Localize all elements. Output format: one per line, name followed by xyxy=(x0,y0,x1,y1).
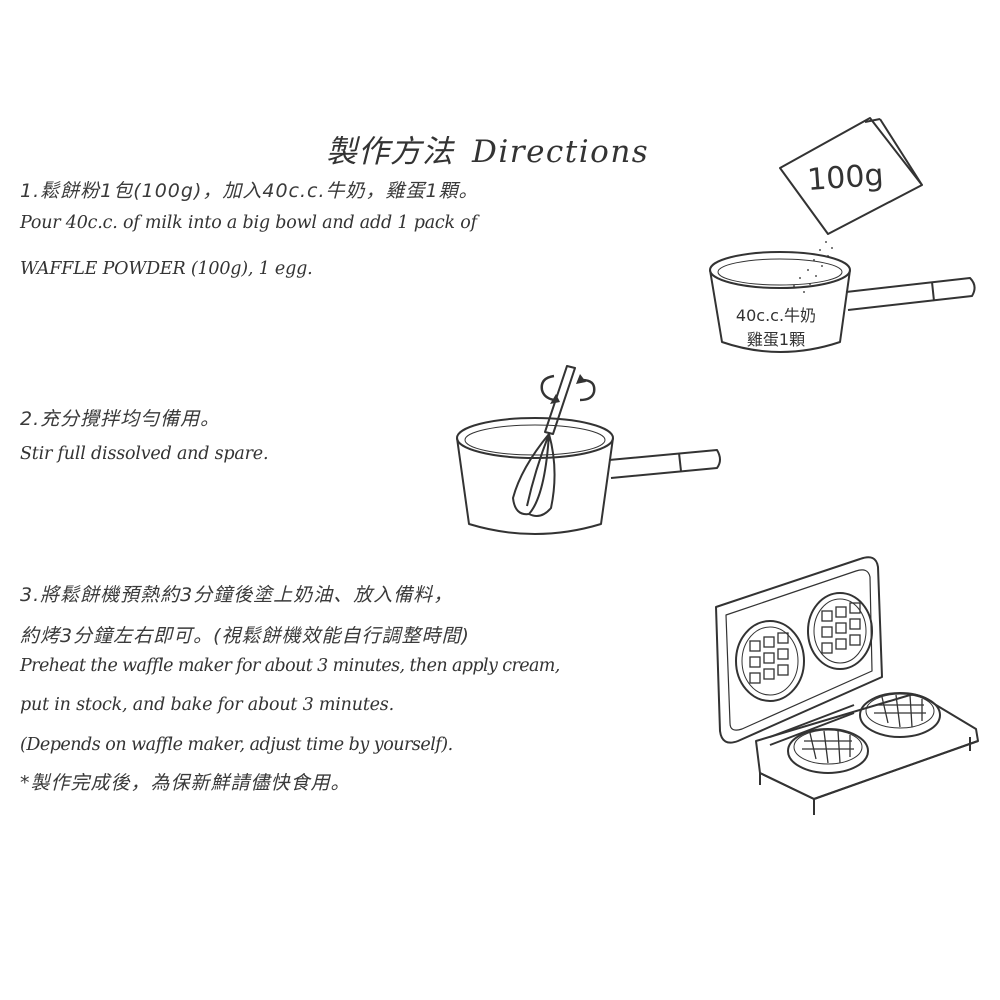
step3-en-line1: Preheat the waffle maker for about 3 min… xyxy=(20,656,560,676)
pot-label-2: 雞蛋1顆 xyxy=(747,330,805,349)
step3-en-line2: put in stock, and bake for about 3 minut… xyxy=(20,695,394,715)
title-zh: 製作方法 xyxy=(326,134,454,170)
waffle-maker-icon xyxy=(715,556,979,815)
page-title: 製作方法 Directions xyxy=(326,126,649,171)
step2-zh-line1: 2.充分攪拌均勻備用。 xyxy=(20,408,221,430)
step3-zh-line2: 約烤3分鐘左右即可。(視鬆餅機效能自行調整時間) xyxy=(20,625,470,647)
packet-label: 100g xyxy=(806,158,885,198)
milk-pot-icon: 40c.c.牛奶 雞蛋1顆 xyxy=(709,251,976,353)
step3-zh-line1: 3.將鬆餅機預熱約3分鐘後塗上奶油、放入備料， xyxy=(20,584,454,606)
step2-en-line1: Stir full dissolved and spare. xyxy=(20,444,269,464)
title-en: Directions xyxy=(472,134,650,170)
whisk-pot-icon xyxy=(456,365,721,535)
pot-label-1: 40c.c.牛奶 xyxy=(736,306,816,325)
step1-zh-line1: 1.鬆餅粉1包(100g)，加入40c.c.牛奶，雞蛋1顆。 xyxy=(20,180,479,202)
step1-en-line2: WAFFLE POWDER (100g), 1 egg. xyxy=(20,259,313,279)
powder-packet-icon: 100g xyxy=(779,117,923,293)
stir-arrows-icon xyxy=(540,374,596,404)
step3-en-line3: (Depends on waffle maker, adjust time by… xyxy=(20,735,453,755)
step3-note: *製作完成後，為保新鮮請儘快食用。 xyxy=(20,772,351,794)
step1-en-line1: Pour 40c.c. of milk into a big bowl and … xyxy=(20,213,477,233)
